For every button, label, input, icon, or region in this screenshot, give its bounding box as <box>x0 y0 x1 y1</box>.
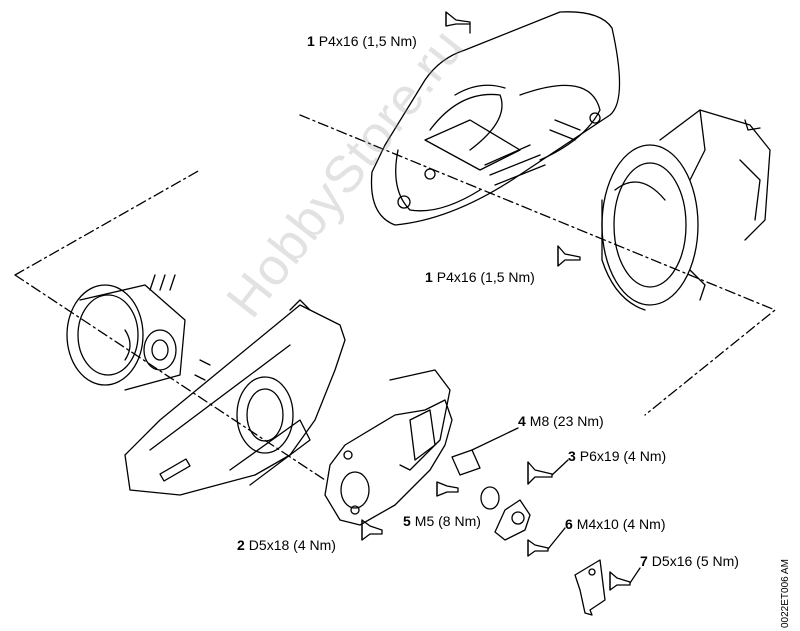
callout-spec: P6x19 (4 Nm) <box>579 448 667 464</box>
screw-d5x16 <box>609 567 641 591</box>
callout-number: 7 <box>640 553 648 569</box>
callout-number: 6 <box>565 516 573 532</box>
callout-spec: M4x10 (4 Nm) <box>576 516 666 532</box>
fan-housing-cover <box>370 11 621 226</box>
screw-d5x18 <box>361 519 383 541</box>
callout-number: 5 <box>403 513 411 529</box>
crankcase-cover <box>124 299 346 496</box>
screw-m4x10 <box>527 527 566 557</box>
callout-number: 1 <box>425 269 433 285</box>
chain-tensioner-plate <box>324 369 453 526</box>
screw-p4x16-middle <box>557 245 581 267</box>
ignition-housing-ring <box>601 109 771 311</box>
chain-catcher-bracket <box>574 559 606 616</box>
callout-spec: D5x16 (5 Nm) <box>651 553 739 569</box>
callout-spec: D5x18 (4 Nm) <box>248 537 336 553</box>
callout-spec: P4x16 (1,5 Nm) <box>436 269 535 285</box>
callout-spec: M5 (8 Nm) <box>414 513 481 529</box>
screw-m5 <box>436 481 459 497</box>
callout-number: 4 <box>518 413 526 429</box>
screw-p6x19 <box>527 459 569 485</box>
callout-spec: P4x16 (1,5 Nm) <box>318 33 417 49</box>
callout-number: 2 <box>237 537 245 553</box>
callout-number: 3 <box>568 448 576 464</box>
callout-number: 1 <box>307 33 315 49</box>
adjuster-parts <box>480 486 531 541</box>
clutch-drum-assembly <box>66 274 186 391</box>
callout-spec: M8 (23 Nm) <box>529 413 604 429</box>
screw-p4x16-top <box>445 11 471 27</box>
drawing-code: 0022ET006 AM <box>780 559 791 628</box>
bolt-m8 <box>451 427 519 476</box>
assembly-boundary-line <box>14 114 776 481</box>
